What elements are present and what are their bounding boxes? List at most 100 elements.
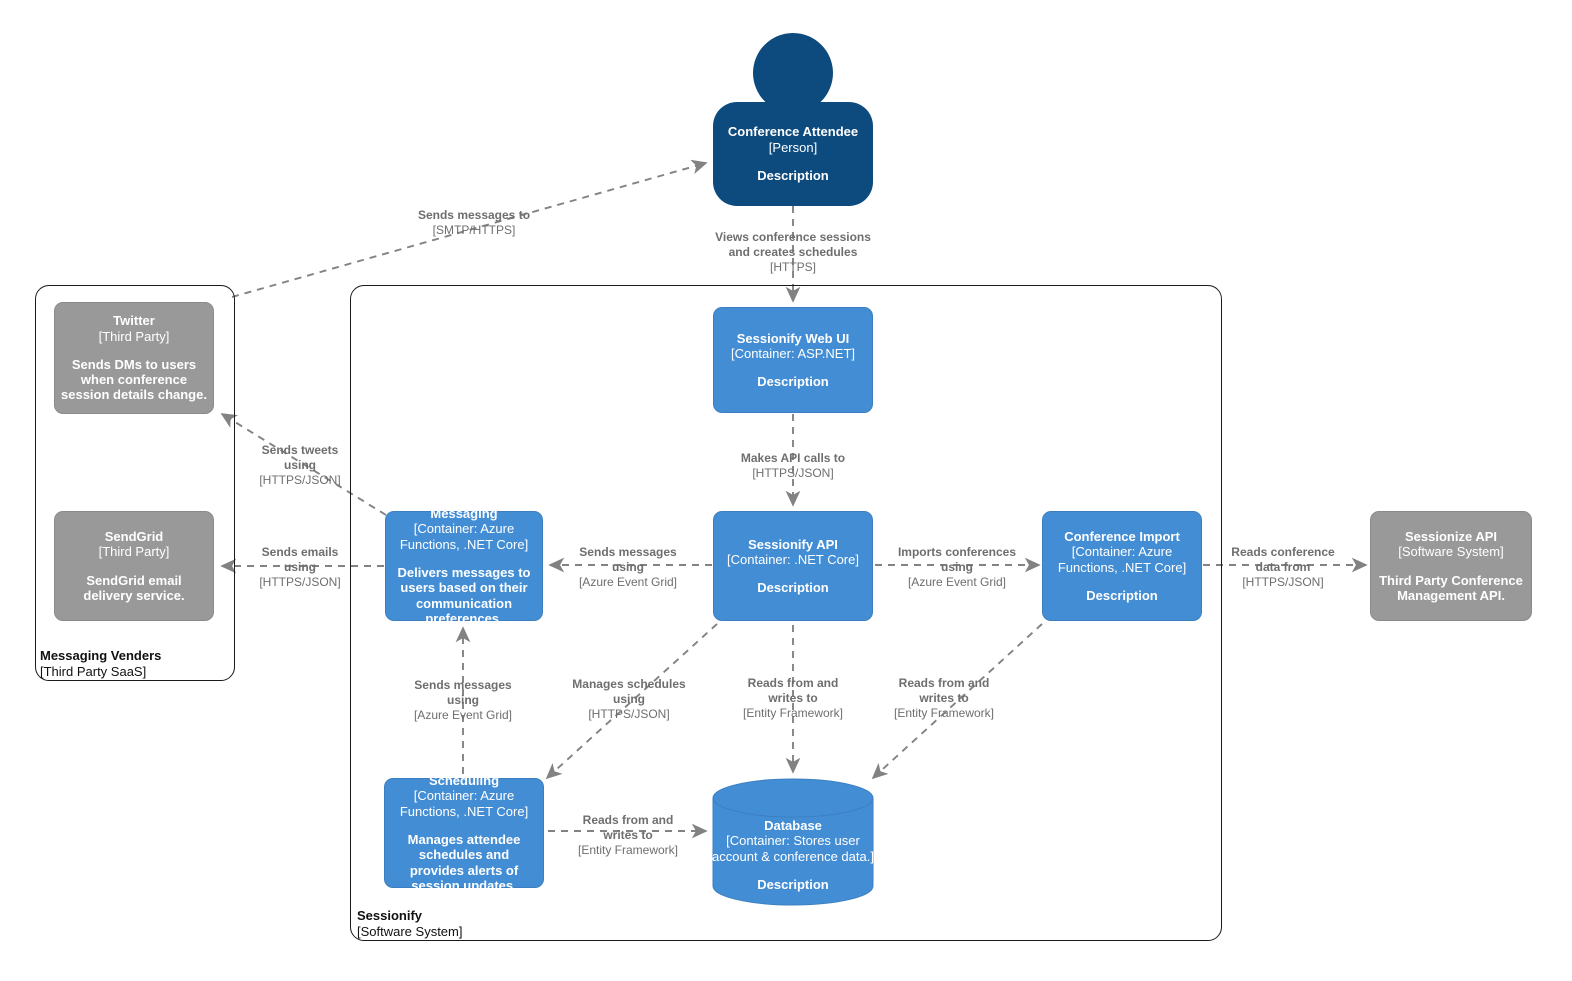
edge-tech: [HTTPS/JSON]: [752, 466, 834, 480]
node-name: Twitter: [113, 313, 155, 329]
boundary-name: Sessionify: [357, 908, 423, 923]
edge-text-cont: using: [611, 560, 644, 574]
edge-tech: [Entity Framework]: [893, 706, 995, 720]
edge-text-cont: writes to: [919, 691, 969, 705]
node-desc: Sends DMs to users when conference sessi…: [61, 356, 207, 403]
node-desc: SendGrid email delivery service.: [83, 572, 185, 603]
node-desc: Third Party Conference Management API.: [1379, 572, 1523, 603]
edge-text: Manages schedules: [572, 677, 686, 691]
edge-text: Views conference sessions: [715, 230, 871, 244]
node-desc: Description: [757, 876, 829, 892]
node-tech: [Container: Azure Functions, .NET Core]: [399, 788, 529, 819]
node-name: Sessionize API: [1405, 528, 1497, 544]
edge-text-cont: using: [284, 458, 316, 472]
edge-label-scheduling-to-database: Reads from and writes to [Entity Framewo…: [578, 813, 678, 858]
edge-text: Reads from and: [898, 676, 990, 690]
edge-label-messaging-to-attendee: Sends messages to [SMTP/HTTPS]: [418, 208, 530, 238]
node-sendgrid[interactable]: SendGrid [Third Party] SendGrid email de…: [54, 511, 214, 621]
node-name: Sessionify API: [748, 536, 838, 552]
edge-tech: [HTTPS/JSON]: [259, 575, 341, 589]
edge-tech: [HTTPS/JSON]: [1242, 575, 1324, 589]
edge-text: Sends tweets: [261, 443, 339, 457]
node-tech: [Container: .NET Core]: [727, 551, 859, 567]
edge-label-import-to-database: Reads from and writes to [Entity Framewo…: [894, 676, 994, 721]
boundary-sessionify: [350, 285, 1222, 941]
node-name: Sessionify Web UI: [736, 330, 850, 346]
edge-text: Reads from and: [582, 813, 674, 827]
node-sessionify-web-ui[interactable]: Sessionify Web UI [Container: ASP.NET] D…: [713, 307, 873, 413]
edge-label-api-to-scheduling: Manages schedules using [HTTPS/JSON]: [572, 677, 685, 722]
node-sessionize-api[interactable]: Sessionize API [Software System] Third P…: [1370, 511, 1532, 621]
boundary-type: [Software System]: [357, 923, 463, 939]
node-conference-import[interactable]: Conference Import [Container: Azure Func…: [1042, 511, 1202, 621]
edge-text-cont: writes to: [603, 828, 653, 842]
node-sessionify-api[interactable]: Sessionify API [Container: .NET Core] De…: [713, 511, 873, 621]
node-desc: Description: [757, 374, 829, 390]
node-desc: Manages attendee schedules and provides …: [407, 831, 521, 893]
edge-tech: [Azure Event Grid]: [578, 575, 678, 589]
node-tech: [Container: ASP.NET]: [730, 345, 856, 361]
node-scheduling[interactable]: Scheduling [Container: Azure Functions, …: [384, 773, 544, 893]
node-desc: Description: [1086, 587, 1158, 603]
edge-text-cont: using: [940, 560, 973, 574]
node-tech: [Container: Stores user account & confer…: [712, 833, 874, 864]
node-tech: [Person]: [768, 139, 818, 155]
node-name: Conference Attendee: [727, 124, 859, 140]
edge-label-webui-to-api: Makes API calls to [HTTPS/JSON]: [741, 451, 845, 481]
node-tech: [Software System]: [1398, 544, 1504, 560]
database-cylinder-icon: [712, 778, 874, 906]
database-text-block: Database [Container: Stores user account…: [712, 818, 874, 892]
node-tech: [Container: Azure Functions, .NET Core]: [399, 521, 529, 552]
node-tech: [Third Party]: [98, 328, 170, 344]
node-twitter[interactable]: Twitter [Third Party] Sends DMs to users…: [54, 302, 214, 414]
edge-text: Sends messages: [414, 678, 512, 692]
edge-tech: [HTTPS/JSON]: [259, 473, 341, 487]
node-name: Conference Import: [1064, 528, 1180, 544]
node-desc: Description: [757, 168, 829, 184]
edge-text: Imports conferences: [897, 545, 1017, 559]
node-desc: Delivers messages to users based on thei…: [397, 564, 531, 626]
edge-tech: [Azure Event Grid]: [413, 708, 513, 722]
boundary-sessionify-label: Sessionify [Software System]: [357, 908, 462, 939]
node-database[interactable]: Database [Container: Stores user account…: [712, 778, 874, 906]
node-name: SendGrid: [104, 528, 164, 544]
edge-text: Reads from and: [747, 676, 839, 690]
edge-label-messaging-to-sendgrid: Sends emails using [HTTPS/JSON]: [259, 545, 340, 590]
edge-tech: [Azure Event Grid]: [907, 575, 1007, 589]
edge-text: Sends emails: [261, 545, 339, 559]
boundary-type: [Third Party SaaS]: [40, 663, 147, 679]
node-desc: Description: [757, 580, 829, 596]
edge-text-cont: writes to: [768, 691, 818, 705]
edge-label-import-to-sessionize: Reads conference data from [HTTPS/JSON]: [1231, 545, 1334, 590]
edge-text-cont: data from: [1255, 560, 1311, 574]
boundary-messaging-venders-label: Messaging Venders [Third Party SaaS]: [40, 648, 161, 679]
edge-label-attendee-to-webui: Views conference sessions and creates sc…: [715, 230, 871, 275]
boundary-messaging-venders: [35, 285, 235, 681]
edge-tech: [HTTPS]: [769, 260, 817, 274]
edge-text-cont: and creates schedules: [728, 245, 858, 259]
edge-label-api-to-database: Reads from and writes to [Entity Framewo…: [743, 676, 843, 721]
edge-label-messaging-to-twitter: Sends tweets using [HTTPS/JSON]: [259, 443, 340, 488]
edge-label-api-to-import: Imports conferences using [Azure Event G…: [898, 545, 1016, 590]
edge-text-cont: using: [284, 560, 316, 574]
edge-tech: [SMTP/HTTPS]: [432, 223, 516, 237]
conference-attendee-head: [753, 33, 833, 113]
edge-text: Reads conference: [1231, 545, 1335, 559]
edge-tech: [Entity Framework]: [742, 706, 844, 720]
edge-text-cont: using: [446, 693, 479, 707]
node-name: Messaging: [430, 505, 498, 521]
node-name: Scheduling: [428, 772, 500, 788]
edge-text: Sends messages: [579, 545, 677, 559]
node-tech: [Third Party]: [98, 544, 170, 560]
edge-text-cont: using: [612, 692, 645, 706]
edge-tech: [HTTPS/JSON]: [588, 707, 670, 721]
edge-label-scheduling-to-messaging: Sends messages using [Azure Event Grid]: [414, 678, 512, 723]
edge-text: Sends messages to: [417, 208, 531, 222]
conference-attendee[interactable]: Conference Attendee [Person] Description: [713, 102, 873, 206]
edge-text: Makes API calls to: [740, 451, 846, 465]
edge-label-api-to-messaging: Sends messages using [Azure Event Grid]: [579, 545, 677, 590]
edge-tech: [Entity Framework]: [577, 843, 679, 857]
boundary-name: Messaging Venders: [40, 648, 162, 663]
node-messaging[interactable]: Messaging [Container: Azure Functions, .…: [385, 506, 543, 626]
